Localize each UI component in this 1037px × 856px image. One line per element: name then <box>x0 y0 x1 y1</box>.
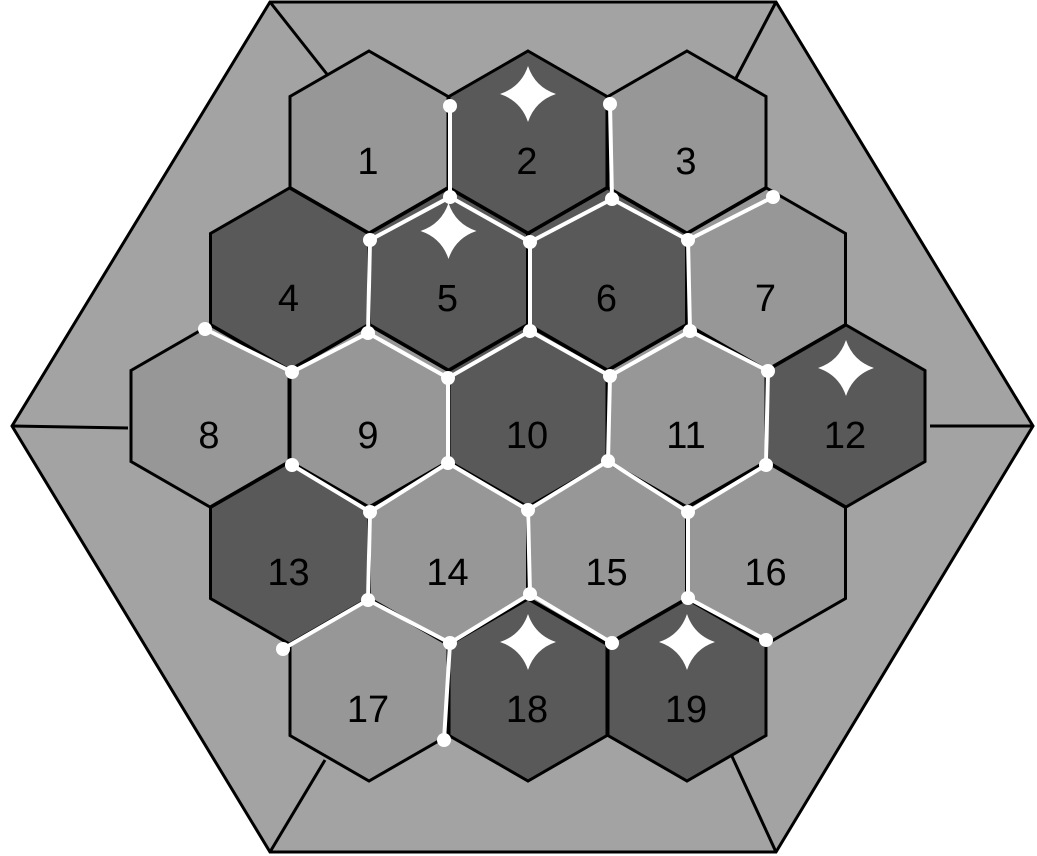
tile-number: 19 <box>665 689 707 731</box>
settlement-node[interactable] <box>605 636 619 650</box>
tile-number: 4 <box>278 278 299 320</box>
tile-number: 13 <box>267 552 309 594</box>
settlement-node[interactable] <box>523 235 537 249</box>
settlement-node[interactable] <box>443 636 457 650</box>
settlement-node[interactable] <box>521 503 535 517</box>
settlement-node[interactable] <box>681 591 695 605</box>
tile-number: 1 <box>357 141 378 183</box>
settlement-node[interactable] <box>441 371 455 385</box>
settlement-node[interactable] <box>603 97 617 111</box>
tile-number: 9 <box>357 415 378 457</box>
settlement-node[interactable] <box>759 633 773 647</box>
hex-tile[interactable]: 17 <box>288 597 450 783</box>
settlement-node[interactable] <box>683 324 697 338</box>
tile-number: 14 <box>426 552 468 594</box>
road-segment <box>448 102 615 245</box>
settlement-node[interactable] <box>523 324 537 338</box>
tile-number: 17 <box>347 689 389 731</box>
settlement-node[interactable] <box>443 190 457 204</box>
frame-divider <box>268 1 332 79</box>
settlement-node[interactable] <box>603 369 617 383</box>
star-icon <box>659 614 715 670</box>
tile-number: 3 <box>675 141 696 183</box>
settlement-node[interactable] <box>443 99 457 113</box>
road-segment <box>366 240 532 381</box>
road-segment <box>446 374 612 513</box>
settlement-node[interactable] <box>285 365 299 379</box>
settlement-node[interactable] <box>681 233 695 247</box>
tile-number: 2 <box>516 141 537 183</box>
tile-number: 15 <box>585 552 627 594</box>
settlement-node[interactable] <box>681 505 695 519</box>
tile-number: 7 <box>755 278 776 320</box>
frame-divider <box>728 751 778 853</box>
settlement-node[interactable] <box>437 733 451 747</box>
settlement-node[interactable] <box>361 593 375 607</box>
frame-divider <box>733 1 778 81</box>
tile-number: 10 <box>506 415 548 457</box>
star-icon <box>500 66 556 122</box>
tile-number: 6 <box>596 278 617 320</box>
settlement-node[interactable] <box>363 505 377 519</box>
settlement-node[interactable] <box>761 364 775 378</box>
settlement-node[interactable] <box>766 190 780 204</box>
hex-tile[interactable]: 8 <box>129 323 291 509</box>
road-segment <box>203 104 452 375</box>
hex-tile[interactable]: 13 <box>209 460 370 646</box>
road-segment <box>290 376 450 515</box>
hex-tile[interactable]: 19 <box>606 597 768 783</box>
hex-tile[interactable]: 3 <box>606 49 768 235</box>
star-icon <box>818 340 874 396</box>
road-segment <box>606 459 690 514</box>
settlement-node[interactable] <box>759 458 773 472</box>
frame-divider <box>268 759 327 853</box>
settlement-node[interactable] <box>441 456 455 470</box>
hex-tile[interactable]: 18 <box>447 597 609 783</box>
nodes-layer <box>198 97 780 747</box>
tile-number: 12 <box>824 415 866 457</box>
settlement-node[interactable] <box>601 454 615 468</box>
tile-number: 11 <box>666 415 705 457</box>
frame-divider <box>11 424 129 430</box>
tile-number: 8 <box>198 415 219 457</box>
settlement-node[interactable] <box>363 233 377 247</box>
tile-number: 16 <box>744 552 786 594</box>
settlement-node[interactable] <box>361 326 375 340</box>
settlement-node[interactable] <box>523 587 537 601</box>
star-icon <box>500 614 556 670</box>
settlement-node[interactable] <box>198 322 212 336</box>
settlement-node[interactable] <box>276 642 290 656</box>
star-icon <box>420 203 477 259</box>
settlement-node[interactable] <box>605 192 619 206</box>
tile-number: 5 <box>437 278 458 320</box>
settlement-node[interactable] <box>285 458 299 472</box>
tile-number: 18 <box>506 689 548 731</box>
road-segment <box>442 641 452 742</box>
